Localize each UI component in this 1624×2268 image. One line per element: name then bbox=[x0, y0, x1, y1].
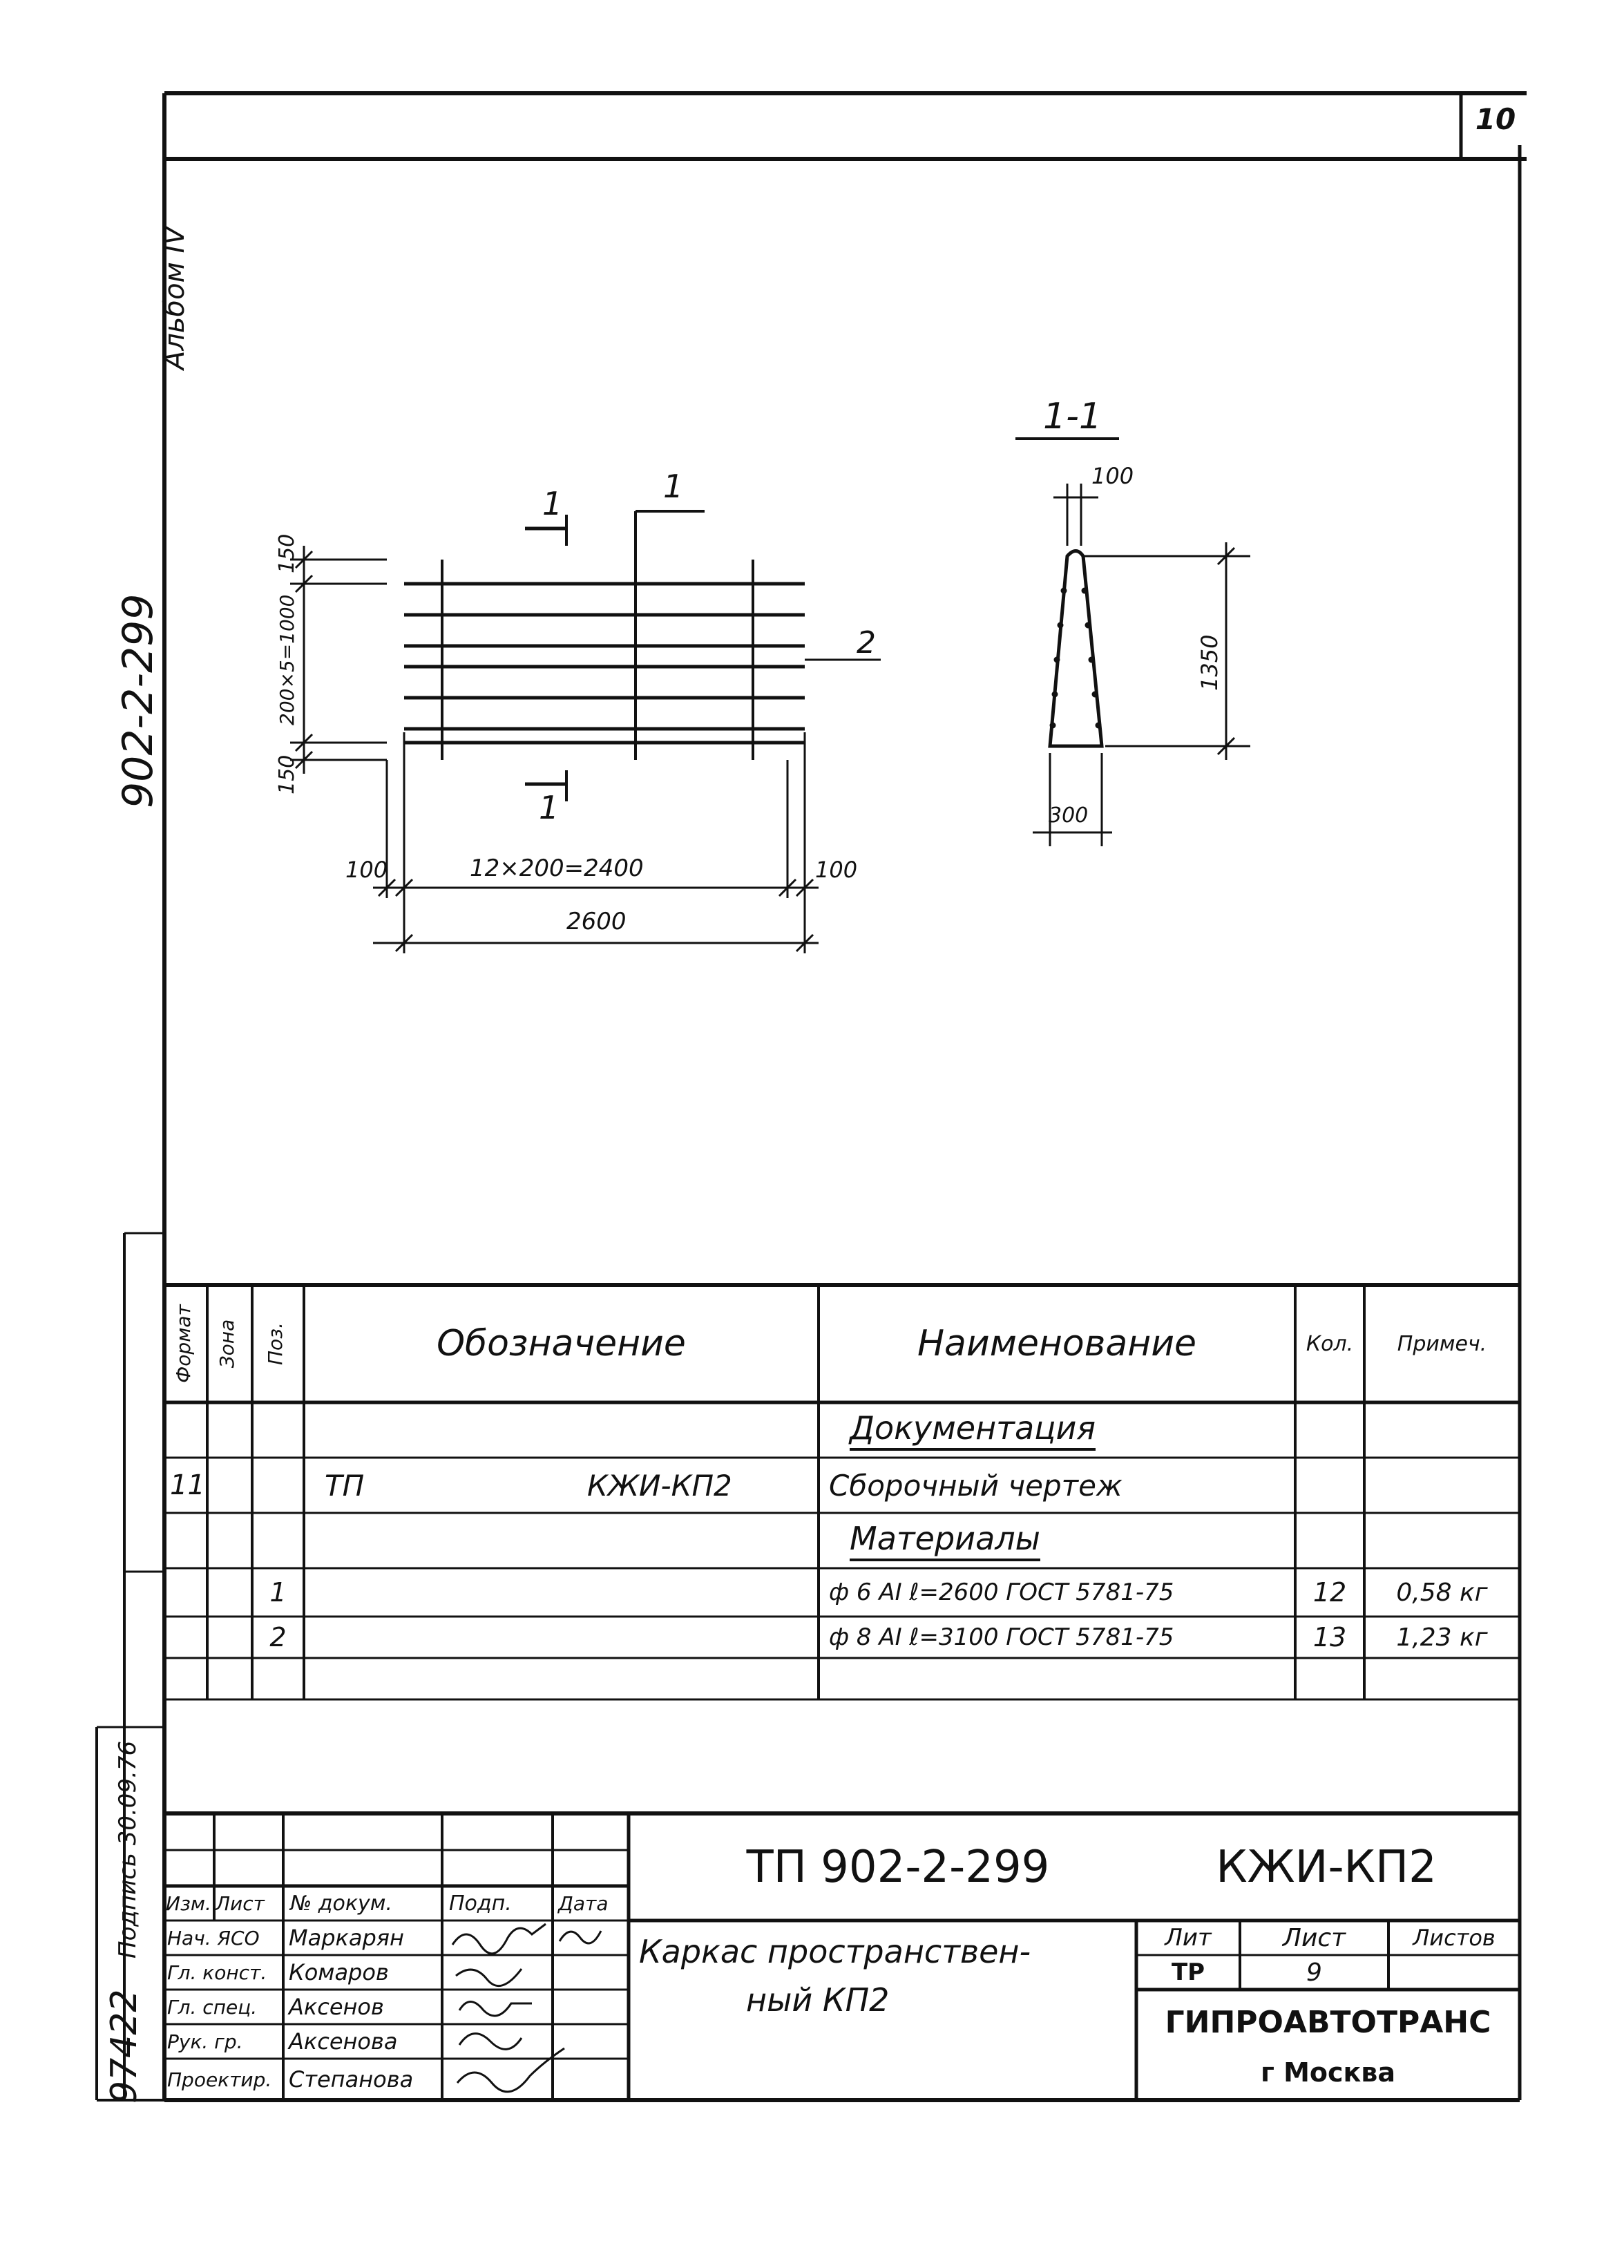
dim-total: 2600 bbox=[566, 908, 627, 935]
row2-pos: 2 bbox=[269, 1622, 287, 1652]
col-list: Лист bbox=[216, 1891, 265, 1915]
row1-qty: 12 bbox=[1312, 1577, 1347, 1608]
section-docs-heading: Документация bbox=[829, 1402, 1292, 1458]
dim-middle: 12×200=2400 bbox=[470, 855, 644, 882]
name-2: Комаров bbox=[289, 1959, 389, 1985]
col-sign: Подп. bbox=[449, 1891, 512, 1916]
header-note: Примеч. bbox=[1397, 1331, 1487, 1356]
section-mark-left: 1 bbox=[542, 485, 562, 522]
title-mark: КЖИ-КП2 bbox=[1216, 1841, 1437, 1893]
page-number: 10 bbox=[1475, 102, 1516, 136]
dim-vertical: 200×5=1000 bbox=[276, 595, 298, 725]
section-materials-label: Материалы bbox=[850, 1520, 1040, 1561]
doc-row-format: 11 bbox=[170, 1469, 205, 1501]
position-mark-2: 2 bbox=[857, 625, 876, 660]
section-materials-heading: Материалы bbox=[829, 1513, 1292, 1568]
header-name: Наименование bbox=[917, 1323, 1197, 1364]
dim-top: 150 bbox=[275, 534, 299, 573]
role-2: Гл. конст. bbox=[167, 1961, 267, 1984]
name-5: Степанова bbox=[289, 2066, 414, 2093]
row2-note: 1,23 кг bbox=[1396, 1623, 1488, 1652]
section-title: 1-1 bbox=[1043, 396, 1102, 437]
row1-pos: 1 bbox=[269, 1577, 287, 1608]
section-docs-label: Документация bbox=[850, 1409, 1096, 1451]
name-3: Аксенов bbox=[289, 1994, 384, 2020]
name-4: Аксенова bbox=[289, 2028, 398, 2055]
org-city: г Москва bbox=[1260, 2057, 1395, 2088]
section-mark-top: 1 bbox=[663, 468, 683, 505]
role-4: Рук. гр. bbox=[167, 2030, 243, 2053]
sec-dim-top: 100 bbox=[1091, 463, 1134, 489]
col-doc: № докум. bbox=[290, 1891, 392, 1916]
sec-dim-bottom: 300 bbox=[1049, 803, 1088, 828]
row1-note: 0,58 кг bbox=[1396, 1578, 1488, 1607]
col-izm: Изм. bbox=[166, 1891, 211, 1915]
sheet-value: 9 bbox=[1306, 1958, 1322, 1987]
dim-right: 100 bbox=[815, 857, 857, 883]
sheet-label: Лист bbox=[1282, 1923, 1346, 1952]
doc-row-designation-left: ТП bbox=[325, 1468, 365, 1503]
doc-row-designation-right: КЖИ-КП2 bbox=[587, 1468, 732, 1503]
dim-left: 100 bbox=[345, 857, 388, 883]
title-line-1: Каркас пространствен- bbox=[639, 1933, 1031, 1970]
lit-value: ТР bbox=[1171, 1959, 1205, 1986]
role-3: Гл. спец. bbox=[167, 1995, 258, 2019]
doc-row-name: Сборочный чертеж bbox=[829, 1468, 1123, 1503]
sheets-label: Листов bbox=[1413, 1925, 1496, 1951]
header-designation: Обозначение bbox=[437, 1323, 686, 1364]
title-code: ТП 902-2-299 bbox=[746, 1841, 1050, 1893]
row2-qty: 13 bbox=[1312, 1622, 1347, 1652]
row2-name: ф 8 АI ℓ=3100 ГОСТ 5781-75 bbox=[829, 1623, 1174, 1651]
lit-label: Лит bbox=[1165, 1924, 1212, 1952]
name-1: Маркарян bbox=[289, 1925, 404, 1951]
role-1: Нач. ЯСО bbox=[167, 1926, 260, 1950]
org-name: ГИПРОАВТОТРАНС bbox=[1165, 2005, 1491, 2040]
col-date: Дата bbox=[558, 1891, 609, 1915]
sec-dim-height: 1350 bbox=[1196, 635, 1223, 691]
dim-bottom: 150 bbox=[275, 755, 299, 794]
header-qty: Кол. bbox=[1306, 1331, 1354, 1356]
section-mark-bottom: 1 bbox=[539, 789, 559, 826]
row1-name: ф 6 АI ℓ=2600 ГОСТ 5781-75 bbox=[829, 1579, 1174, 1606]
role-5: Проектир. bbox=[167, 2068, 272, 2091]
title-line-2: ный КП2 bbox=[746, 1981, 890, 2019]
